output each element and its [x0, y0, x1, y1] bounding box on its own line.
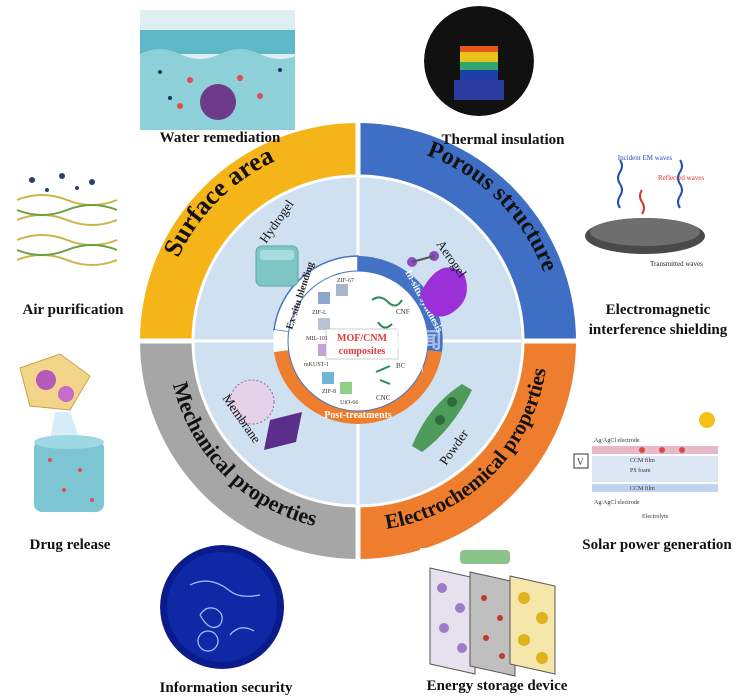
mil-label: MIL-101	[306, 336, 328, 342]
uio-label: UiO-66	[340, 400, 358, 406]
emi-shielding-image: Incident EM waves Reflected waves Transm…	[580, 150, 710, 278]
bc-label: BC	[396, 362, 406, 370]
zifl-label: ZIF-L	[312, 310, 327, 316]
zif67-label: ZIF-67	[337, 278, 354, 284]
solar-power-image: V Ag/AgCl electrode CCM film PS foam CCM…	[572, 406, 722, 526]
drug-release-label: Drug release	[29, 537, 111, 553]
aerogel-illustration	[407, 251, 467, 317]
svg-text:Incident EM waves: Incident EM waves	[618, 154, 673, 162]
svg-text:Ag/AgCl electrode: Ag/AgCl electrode	[594, 438, 640, 444]
emi-label-line2: interference shielding	[588, 322, 728, 338]
air-purification-image	[12, 160, 122, 288]
water-remediation-image	[140, 10, 295, 130]
water-remediation-label: Water remediation	[159, 130, 281, 146]
svg-text:Transmitted waves: Transmitted waves	[650, 260, 703, 268]
thermal-insulation-label: Thermal insulation	[441, 132, 565, 148]
svg-text:CCM film: CCM film	[630, 485, 655, 492]
membrane-illustration	[229, 379, 302, 450]
information-security-image	[160, 545, 285, 670]
svg-text:Electrolyte: Electrolyte	[642, 514, 669, 520]
post-treatment-label: Post-treatments	[324, 410, 392, 421]
zif8-label: ZIF-8	[322, 389, 336, 395]
center-line1: MOF/CNM	[337, 333, 388, 344]
center-box	[325, 328, 399, 360]
powder-illustration	[412, 384, 472, 452]
svg-text:news.: news.	[308, 361, 336, 375]
svg-text:edu.cn: edu.cn	[392, 361, 424, 375]
air-purification-label: Air purification	[22, 302, 124, 318]
solar-power-label: Solar power generation	[582, 537, 732, 553]
energy-storage-image	[420, 548, 560, 678]
thermal-insulation-image	[424, 6, 534, 116]
mof-icons	[318, 284, 352, 394]
svg-text:Reflected waves: Reflected waves	[658, 174, 704, 182]
mkl-label: mKUST-1	[304, 362, 329, 368]
svg-text:PS foam: PS foam	[630, 467, 651, 474]
hydrogel-illustration	[255, 245, 299, 287]
svg-text:V: V	[577, 457, 584, 467]
svg-text:Ag/AgCl electrode: Ag/AgCl electrode	[594, 500, 640, 506]
emi-label-line1: Electromagnetic	[605, 302, 711, 318]
cnc-label: CNC	[376, 394, 391, 402]
energy-storage-label: Energy storage device	[426, 678, 568, 694]
svg-text:新 闻: 新 闻	[392, 328, 442, 353]
watermark: 新 闻 news. edu.cn	[308, 328, 442, 375]
center-line2: composites	[339, 346, 386, 357]
cnm-icons	[371, 296, 403, 385]
drug-release-image	[10, 350, 120, 520]
information-security-label: Information security	[159, 680, 293, 696]
svg-text:CCM film: CCM film	[630, 457, 655, 464]
cnf-label: CNF	[396, 308, 410, 316]
